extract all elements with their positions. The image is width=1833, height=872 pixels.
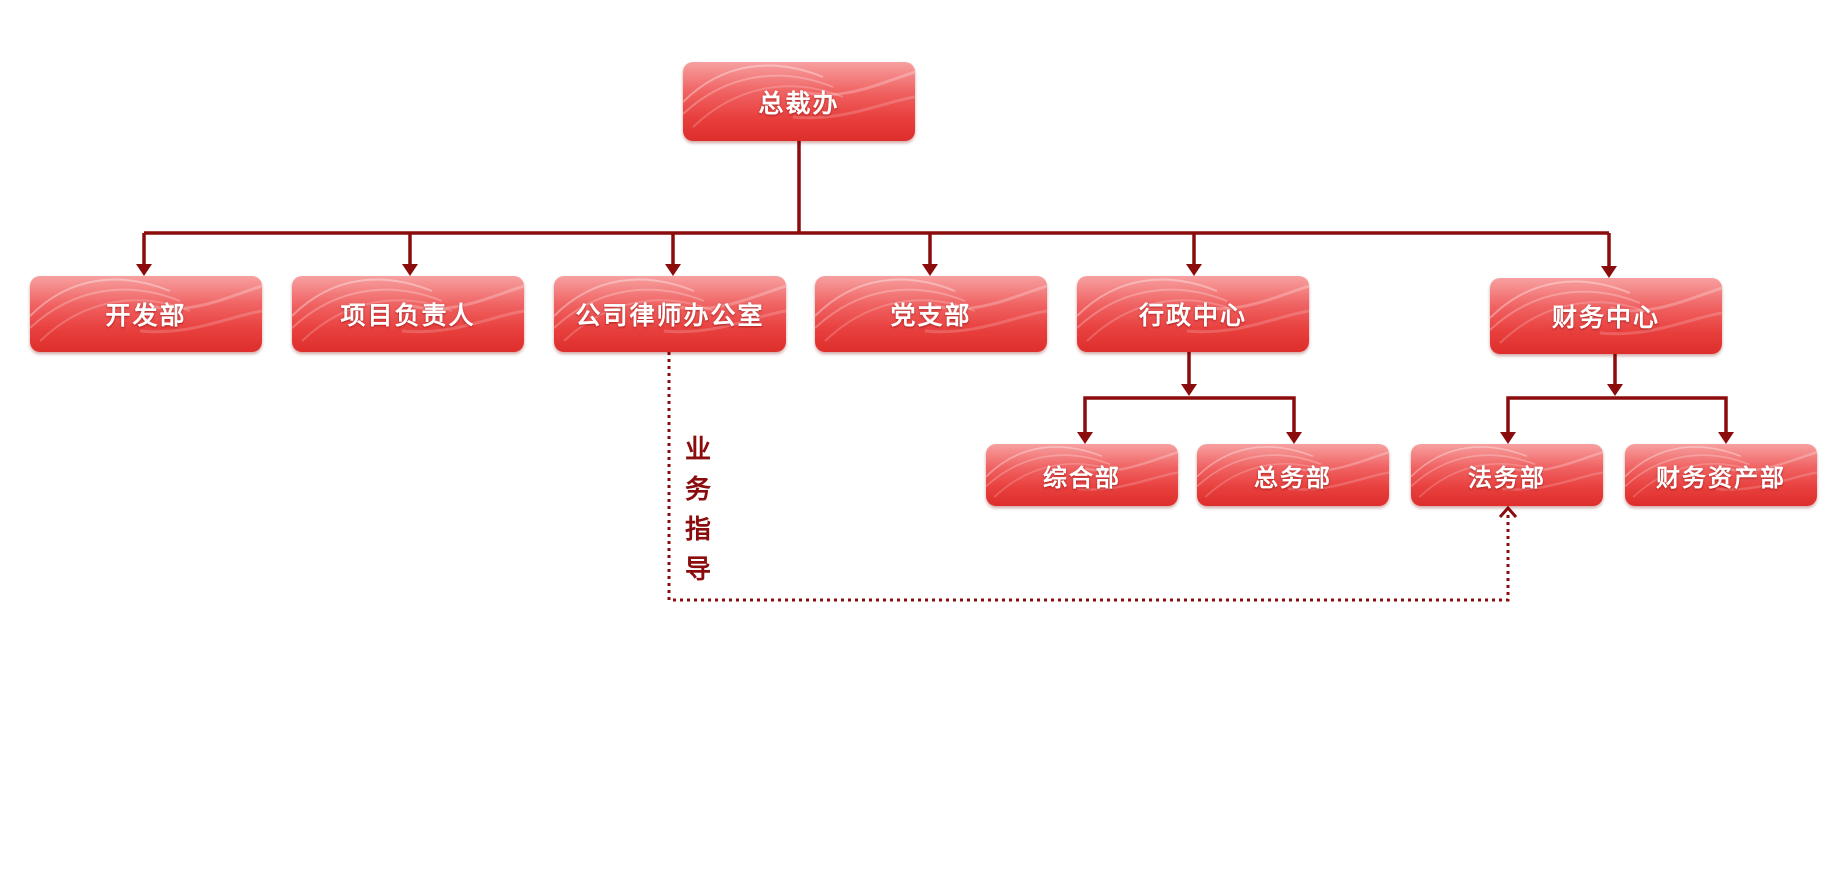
node-label: 行政中心 (1138, 301, 1247, 330)
node-label: 总务部 (1254, 463, 1332, 492)
node-label: 法务部 (1468, 463, 1546, 492)
guidance-char: 业 (684, 435, 711, 465)
node-dev[interactable]: 开发部 (30, 276, 262, 352)
arrow-admin (1186, 264, 1202, 276)
arrow-legal-office (665, 264, 681, 276)
arrow-finance-assets (1718, 432, 1734, 444)
node-ceo[interactable]: 总裁办 (683, 62, 915, 141)
node-label: 公司律师办公室 (575, 301, 765, 330)
guidance-char: 指 (684, 515, 711, 545)
arrow-dev (136, 264, 152, 276)
node-affairs[interactable]: 总务部 (1197, 444, 1389, 506)
node-label: 党支部 (890, 301, 972, 330)
node-project[interactable]: 项目负责人 (292, 276, 524, 352)
admin-bus (1083, 396, 1296, 434)
arrow-finance-center (1601, 266, 1617, 278)
node-general[interactable]: 综合部 (986, 444, 1178, 506)
node-finance-assets[interactable]: 财务资产部 (1625, 444, 1817, 506)
arrow-finance-stem (1607, 384, 1623, 396)
dotted-guidance-line (667, 352, 1510, 602)
node-label: 项目负责人 (340, 301, 476, 330)
node-admin-center[interactable]: 行政中心 (1077, 276, 1309, 352)
node-label: 财务资产部 (1656, 463, 1786, 492)
node-label: 综合部 (1043, 463, 1121, 492)
node-label: 总裁办 (758, 88, 840, 118)
node-finance-center[interactable]: 财务中心 (1490, 278, 1722, 354)
guidance-label: 业 务 指 导 (683, 430, 713, 590)
arrow-affairs (1286, 432, 1302, 444)
guidance-char: 导 (684, 555, 711, 585)
node-legal-office[interactable]: 公司律师办公室 (554, 276, 786, 352)
finance-bus (1506, 396, 1728, 434)
dotted-guidance-arrow (1498, 505, 1518, 518)
arrow-party (922, 264, 938, 276)
arrow-legal (1500, 432, 1516, 444)
node-legal[interactable]: 法务部 (1411, 444, 1603, 506)
arrow-general (1077, 432, 1093, 444)
node-label: 开发部 (105, 301, 187, 330)
node-label: 财务中心 (1551, 303, 1660, 332)
node-party[interactable]: 党支部 (815, 276, 1047, 352)
arrow-project (402, 264, 418, 276)
guidance-char: 务 (684, 475, 711, 505)
arrow-admin-stem (1181, 384, 1197, 396)
